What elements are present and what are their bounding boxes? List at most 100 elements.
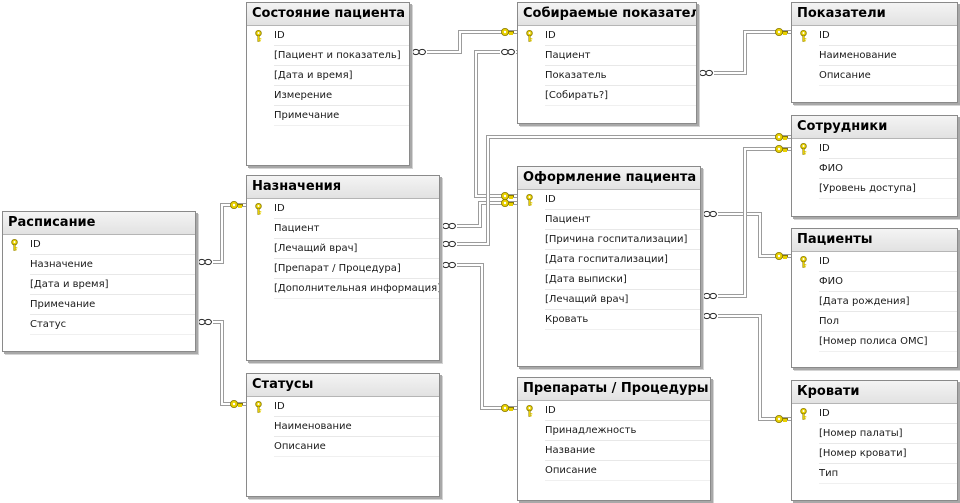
row-selector — [518, 310, 538, 330]
table-title[interactable]: Расписание — [3, 212, 195, 235]
table-title[interactable]: Препараты / Процедуры — [518, 378, 710, 401]
primary-key-column[interactable]: ID — [792, 139, 957, 159]
row-selector — [518, 66, 538, 86]
column-row[interactable]: ФИО — [792, 159, 957, 179]
column-row[interactable]: [Дата рождения] — [792, 292, 957, 312]
column-name: Наименование — [819, 46, 957, 66]
column-row[interactable]: Наименование — [792, 46, 957, 66]
column-row[interactable]: Описание — [792, 66, 957, 86]
link-raspisanie-naznacheniya[interactable] — [196, 200, 246, 266]
link-sobiraemye-pokazateli[interactable] — [697, 27, 791, 77]
column-row[interactable]: [Дата госпитализации] — [518, 250, 700, 270]
column-row[interactable]: [Дополнительная информация] — [247, 279, 439, 299]
table-title[interactable]: Состояние пациента — [247, 3, 409, 26]
column-name: [Номер полиса ОМС] — [819, 332, 957, 352]
link-naznacheniya-oformlenie[interactable] — [440, 198, 517, 230]
primary-key-column[interactable]: ID — [518, 190, 700, 210]
primary-key-column[interactable]: ID — [792, 252, 957, 272]
primary-key-column[interactable]: ID — [518, 26, 696, 46]
column-row[interactable]: [Дата выписки] — [518, 270, 700, 290]
many-end-icon — [702, 292, 718, 300]
column-row[interactable]: [Лечащий врач] — [518, 290, 700, 310]
column-row[interactable]: Название — [518, 441, 710, 461]
link-raspisanie-statusy[interactable] — [196, 318, 246, 408]
column-row[interactable]: [Номер палаты] — [792, 424, 957, 444]
column-row[interactable]: Пациент — [518, 210, 700, 230]
link-oformlenie-sotrudniki[interactable] — [701, 144, 791, 300]
column-row[interactable]: Показатель — [518, 66, 696, 86]
column-row[interactable]: Тип — [792, 464, 957, 484]
link-sostoyanie-sobiraemye[interactable] — [410, 27, 517, 56]
column-row[interactable]: Кровать — [518, 310, 700, 330]
column-row[interactable]: [Дата и время] — [3, 275, 195, 295]
table-title[interactable]: Кровати — [792, 381, 957, 404]
column-name: [Номер палаты] — [819, 424, 957, 444]
table-title[interactable]: Статусы — [247, 374, 439, 397]
link-oformlenie-krovati[interactable] — [701, 312, 791, 423]
column-row[interactable]: Наименование — [247, 417, 439, 437]
primary-key-column[interactable]: ID — [792, 26, 957, 46]
column-name: [Препарат / Процедура] — [274, 259, 439, 279]
table-title[interactable]: Пациенты — [792, 229, 957, 252]
column-row[interactable]: [Уровень доступа] — [792, 179, 957, 199]
column-row[interactable]: Описание — [518, 461, 710, 481]
table-title[interactable]: Оформление пациента — [518, 167, 700, 190]
column-row[interactable]: Измерение — [247, 86, 409, 106]
row-selector — [792, 292, 812, 312]
table-title[interactable]: Показатели — [792, 3, 957, 26]
table-title[interactable]: Сотрудники — [792, 116, 957, 139]
column-row[interactable]: Примечание — [3, 295, 195, 315]
row-selector — [247, 46, 267, 66]
one-end-key-icon — [500, 403, 514, 412]
link-naznacheniya-sotrudniki[interactable] — [440, 132, 791, 248]
row-selector — [792, 404, 812, 424]
column-row[interactable]: [Номер полиса ОМС] — [792, 332, 957, 352]
column-row[interactable]: [Дата и время] — [247, 66, 409, 86]
column-row[interactable]: [Номер кровати] — [792, 444, 957, 464]
table-title[interactable]: Назначения — [247, 176, 439, 199]
column-name: Описание — [545, 461, 710, 481]
column-row[interactable]: [Лечащий врач] — [247, 239, 439, 259]
primary-key-column[interactable]: ID — [792, 404, 957, 424]
primary-key-column[interactable]: ID — [518, 401, 710, 421]
column-row[interactable]: ФИО — [792, 272, 957, 292]
primary-key-icon — [800, 256, 807, 268]
column-row[interactable]: Назначение — [3, 255, 195, 275]
link-oformlenie-patsienty[interactable] — [701, 210, 791, 260]
column-row[interactable]: [Препарат / Процедура] — [247, 259, 439, 279]
one-end-key-icon — [229, 399, 243, 408]
table-title[interactable]: Собираемые показатели — [518, 3, 696, 26]
column-row[interactable]: Примечание — [247, 106, 409, 126]
link-naznacheniya-preparaty[interactable] — [440, 261, 517, 412]
column-row[interactable]: Принадлежность — [518, 421, 710, 441]
primary-key-column[interactable]: ID — [247, 397, 439, 417]
column-row[interactable]: [Собирать?] — [518, 86, 696, 106]
column-row[interactable]: Описание — [247, 437, 439, 457]
link-sobiraemye-oformlenie[interactable] — [474, 48, 517, 200]
column-row[interactable]: [Пациент и показатель] — [247, 46, 409, 66]
column-row[interactable]: Пациент — [518, 46, 696, 66]
many-end-icon — [441, 240, 457, 248]
column-name: [Дата выписки] — [545, 270, 700, 290]
primary-key-column[interactable]: ID — [247, 199, 439, 219]
column-name: ID — [30, 235, 195, 255]
primary-key-column[interactable]: ID — [247, 26, 409, 46]
column-row[interactable]: [Причина госпитализации] — [518, 230, 700, 250]
column-row[interactable]: Статус — [3, 315, 195, 335]
column-row[interactable]: Пациент — [247, 219, 439, 239]
row-selector — [3, 235, 23, 255]
column-row[interactable]: Пол — [792, 312, 957, 332]
primary-key-column[interactable]: ID — [3, 235, 195, 255]
